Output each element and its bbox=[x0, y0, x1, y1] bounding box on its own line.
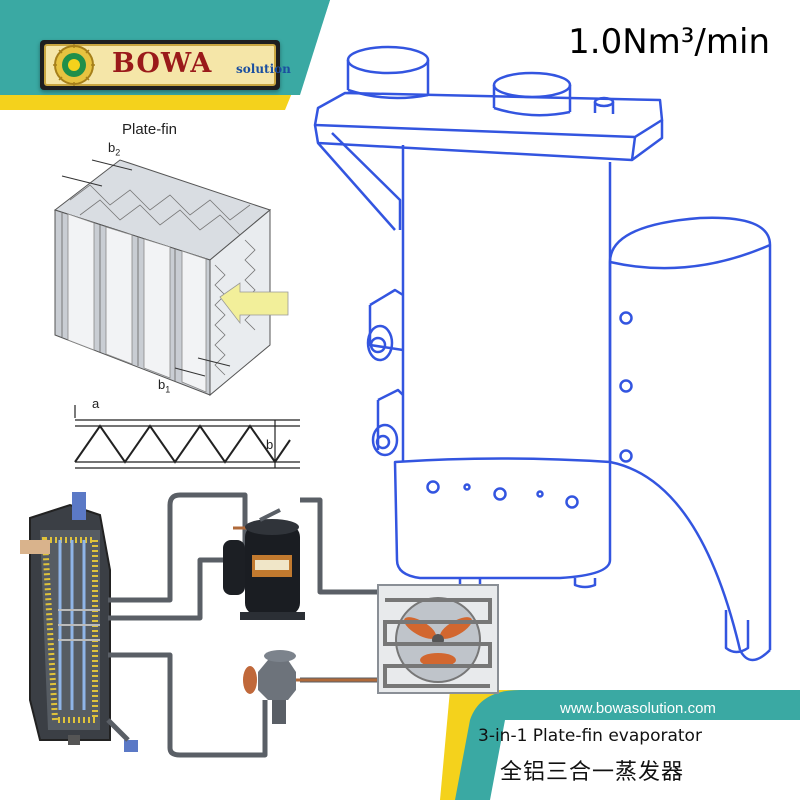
logo-suffix: solution bbox=[236, 62, 291, 76]
logo-name: BOWA bbox=[112, 48, 213, 79]
brand-logo: BOWA solution bbox=[40, 40, 291, 90]
dim-b-label: b bbox=[266, 437, 274, 452]
plate-fin-title: Plate-fin bbox=[122, 121, 178, 138]
dim-b2-label: b2 bbox=[108, 140, 121, 158]
product-title-cn: 全铝三合一蒸发器 bbox=[500, 760, 685, 785]
capacity-label: 1.0Nm³/min bbox=[568, 22, 770, 62]
dim-b1-label: b1 bbox=[158, 377, 171, 395]
sun-emblem-icon bbox=[53, 44, 95, 86]
website-url[interactable]: www.bowasolution.com bbox=[560, 700, 716, 717]
product-title-en: 3-in-1 Plate-fin evaporator bbox=[478, 726, 702, 746]
dim-a-label: a bbox=[92, 396, 100, 411]
